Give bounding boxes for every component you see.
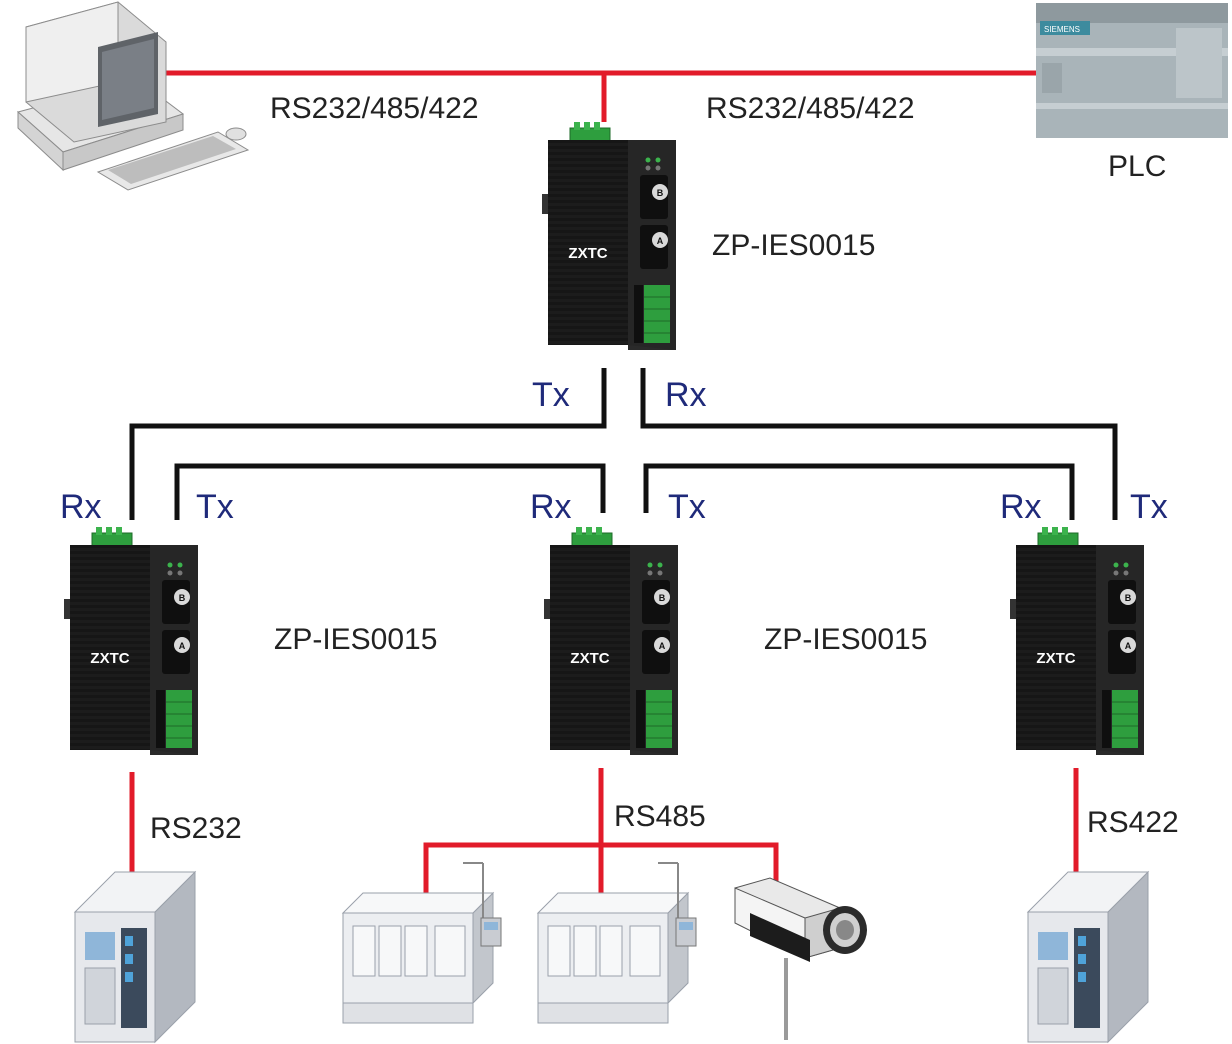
fiber-mid-tx-to-right (643, 463, 1075, 520)
protocol-label-pc-side: RS232/485/422 (270, 92, 479, 125)
converter-mid-port-a: A (659, 641, 666, 651)
port-label-left-tx: Tx (196, 488, 234, 526)
security-camera-icon (734, 877, 867, 1040)
port-label-left-rx: Rx (60, 488, 102, 526)
serial-line-rs485-bus (423, 842, 779, 895)
converter-right-port-b: B (1125, 593, 1132, 603)
industrial-machine-icon-1 (342, 862, 502, 1024)
converter-right-brand: ZXTC (1036, 650, 1075, 667)
port-label-right-rx: Rx (1000, 488, 1042, 526)
protocol-label-plc-side: RS232/485/422 (706, 92, 915, 125)
port-label-mid-rx: Rx (530, 488, 572, 526)
fiber-tx-top-to-left (129, 368, 607, 520)
converter-left-brand: ZXTC (90, 650, 129, 667)
converter-top-brand: ZXTC (568, 245, 607, 262)
converter-top-port-b: B (657, 188, 664, 198)
converter-right-port-a: A (1125, 641, 1132, 651)
plc-brand-text: SIEMENS (1044, 25, 1080, 34)
control-cabinet-icon-right (1027, 871, 1149, 1043)
converter-mid-brand: ZXTC (570, 650, 609, 667)
serial-lines (129, 70, 1079, 898)
desktop-computer-icon (16, 1, 250, 191)
converter-left-port-b: B (179, 593, 186, 603)
converter-mid-port-b: B (659, 593, 666, 603)
model-label-top: ZP-IES0015 (712, 229, 876, 262)
converter-left-port-a: A (179, 641, 186, 651)
fiber-rx-top-from-right (640, 368, 1118, 520)
converter-left: ZXTC B A (63, 526, 199, 756)
fiber-lines (129, 368, 1118, 520)
converter-right: ZXTC B A (1009, 526, 1145, 756)
port-label-mid-tx: Tx (668, 488, 706, 526)
protocol-label-rs485: RS485 (614, 800, 706, 833)
plc-label: PLC (1108, 150, 1167, 183)
model-label-mid: ZP-IES0015 (764, 623, 928, 656)
industrial-machine-icon-2 (537, 862, 697, 1024)
port-label-top-rx: Rx (665, 376, 707, 414)
plc-icon: SIEMENS (1036, 3, 1228, 138)
port-label-right-tx: Tx (1130, 488, 1168, 526)
protocol-label-rs232: RS232 (150, 812, 242, 845)
converter-top: ZXTC B A (541, 121, 677, 351)
model-label-left: ZP-IES0015 (274, 623, 438, 656)
converter-mid: ZXTC B A (543, 526, 679, 756)
converter-top-port-a: A (657, 236, 664, 246)
control-cabinet-icon-left (74, 871, 196, 1043)
port-label-top-tx: Tx (532, 376, 570, 414)
protocol-label-rs422: RS422 (1087, 806, 1179, 839)
fiber-left-tx-to-mid (174, 463, 606, 520)
